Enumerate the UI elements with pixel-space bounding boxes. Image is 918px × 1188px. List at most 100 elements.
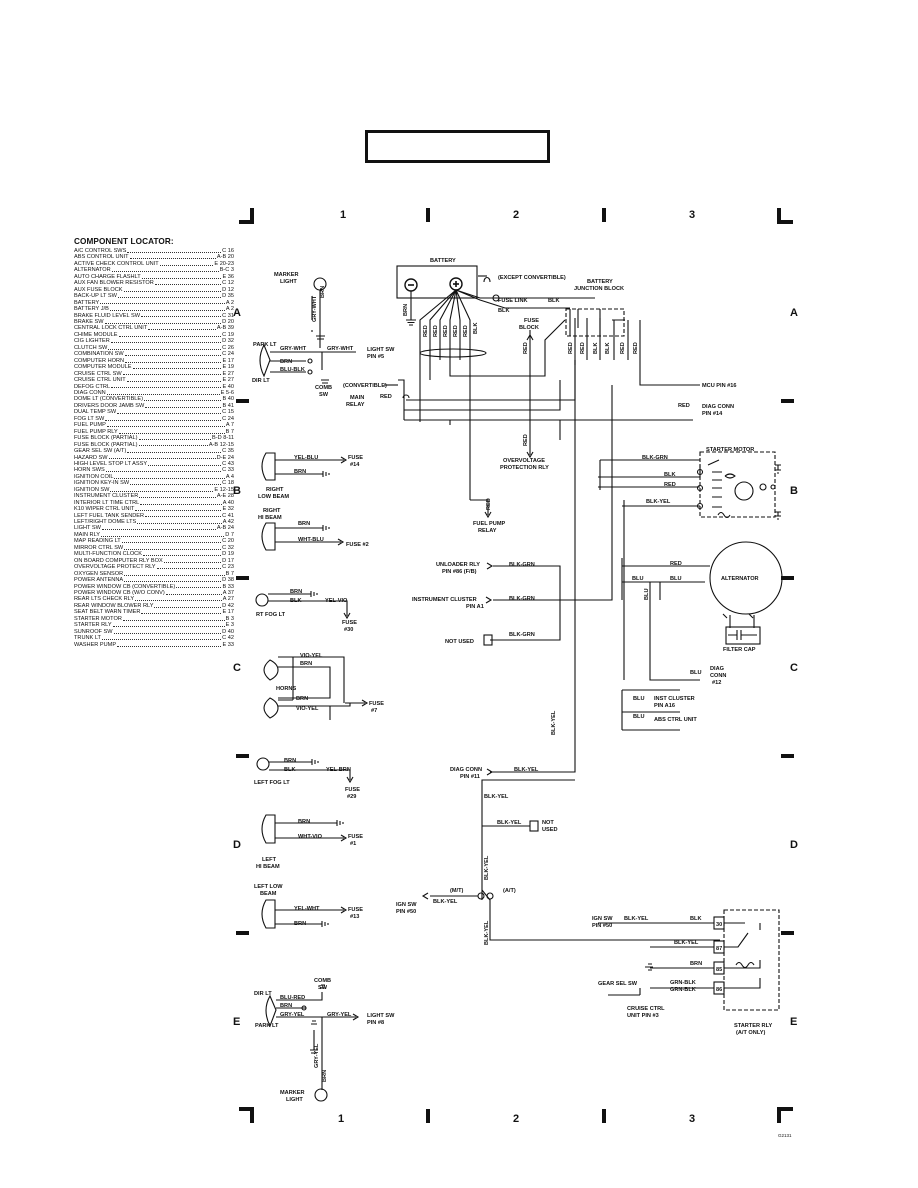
row-label-b-right: B — [790, 485, 798, 497]
wire-blu-abs: BLU — [633, 714, 645, 720]
locator-leader-dots — [124, 351, 222, 357]
locator-grid-reference: C 12 — [222, 280, 234, 287]
locator-component-name: AUX FUSE BLOCK — [74, 286, 123, 293]
pin-87-label: 87 — [716, 946, 722, 952]
locator-row: POWER WINDOW CB (CONVERTIBLE) B 33 — [74, 584, 234, 590]
diagram-labels: 1 2 3 1 2 3 A B C D E A B C D E BATTERY … — [233, 209, 798, 1138]
locator-row: GEAR SEL SW (A/T)C 35 — [74, 448, 234, 454]
locator-grid-reference: B 33 — [222, 583, 234, 590]
locator-component-name: OVERVOLTAGE PROTECT RLY — [74, 564, 156, 571]
col-label-2-bottom: 2 — [513, 1113, 519, 1125]
overvoltage-label-2: PROTECTION RLY — [500, 465, 549, 471]
dir-lt-label: DIR LT — [252, 378, 270, 384]
wire-yel-wht: YEL-WHT — [294, 906, 320, 912]
wire-red-bundle-4: RED — [453, 325, 459, 337]
locator-component-name: SUNROOF SW — [74, 628, 113, 635]
wire-brn-rtfog: BRN — [290, 589, 302, 595]
locator-grid-reference: D 12 — [222, 286, 234, 293]
locator-component-name: CLUTCH SW — [74, 344, 108, 351]
locator-component-name: IGNITION COIL — [74, 473, 114, 480]
locator-grid-reference: C 32 — [222, 544, 234, 551]
locator-component-name: CRUISE CTRL SW — [74, 370, 122, 377]
locator-grid-reference: E 12-15 — [214, 486, 234, 493]
locator-component-name: MIRROR CTRL SW — [74, 544, 124, 551]
wire-brn-rhi: BRN — [298, 521, 310, 527]
diag-conn-c-label-1: DIAG — [710, 666, 724, 672]
locator-leader-dots — [101, 635, 222, 641]
row-label-c-right: C — [790, 662, 798, 674]
starter-motor-label: STARTER MOTOR — [706, 447, 754, 453]
wire-blk-lfog: BLK — [284, 767, 296, 773]
locator-component-name: DRIVERS DOOR JAMB SW — [74, 402, 145, 409]
locator-grid-reference: B-C 3 — [219, 267, 234, 274]
locator-leader-dots — [130, 480, 222, 486]
locator-leader-dots — [108, 455, 216, 460]
horn-1-symbol — [263, 659, 279, 681]
locator-leader-dots — [122, 371, 222, 376]
comb-sw-e-label-1: COMB — [314, 978, 331, 984]
locator-leader-dots — [140, 500, 222, 505]
marker-light-a-label-1: MARKER — [274, 272, 299, 278]
locator-leader-dots — [125, 358, 222, 363]
ign-sw-r-label-2: PIN #50 — [592, 923, 612, 929]
left-low-label-2: BEAM — [260, 891, 277, 897]
not-used-connector — [483, 634, 493, 646]
wire-red-overvoltage: RED — [523, 434, 529, 446]
wire-blk-yel-vertical-2: BLK-YEL — [484, 920, 490, 945]
wire-grn-blk-2: GRN-BLK — [670, 987, 696, 993]
locator-leader-dots — [104, 319, 222, 324]
locator-grid-reference: A 2 — [225, 299, 234, 306]
locator-component-name: BRAKE SW — [74, 318, 104, 325]
unloader-rly-label-2: PIN #86 (F/B) — [442, 569, 477, 575]
locator-grid-reference: E 5-6 — [220, 389, 234, 396]
locator-leader-dots — [129, 254, 216, 260]
locator-leader-dots — [154, 603, 222, 608]
wire-red-diag-conn: RED — [678, 403, 690, 409]
wire-blk-jb-1: BLK — [593, 343, 599, 355]
locator-grid-reference: D 20 — [222, 318, 234, 325]
locator-component-name: K10 WIPER CTRL UNIT — [74, 506, 135, 513]
locator-component-name: MAP READING LT — [74, 538, 121, 545]
locator-leader-dots — [145, 403, 222, 408]
locator-grid-reference: D 38 — [222, 577, 234, 584]
wire-blk-yel-not-used: BLK-YEL — [497, 820, 522, 826]
locator-component-name: FOG LT SW — [74, 415, 105, 422]
locator-grid-reference: E 27 — [222, 377, 234, 384]
locator-component-name: DUAL TEMP SW — [74, 409, 117, 416]
locator-leader-dots — [163, 558, 222, 563]
wire-red-bundle-1: RED — [423, 325, 429, 337]
right-low-beam-lamp — [261, 452, 276, 481]
locator-leader-dots — [101, 532, 225, 537]
locator-component-name: ACTIVE CHECK CONTROL UNIT — [74, 260, 159, 267]
col-label-3-bottom: 3 — [689, 1113, 695, 1125]
fuse-7-label-2: #7 — [371, 708, 377, 714]
locator-component-name: BRAKE FLUID LEVEL SW — [74, 312, 141, 319]
locator-leader-dots — [139, 493, 216, 499]
locator-leader-dots — [121, 538, 222, 544]
wire-blu-diag-c: BLU — [690, 670, 702, 676]
locator-leader-dots — [110, 338, 222, 344]
wire-red-main-relay: RED — [380, 394, 392, 400]
locator-leader-dots — [135, 596, 222, 602]
locator-grid-reference: E 19 — [222, 364, 234, 371]
fuse-30-label-2: #30 — [344, 627, 353, 633]
wire-red-bundle-3: RED — [443, 325, 449, 337]
wire-blu-vertical: BLU — [644, 589, 650, 601]
locator-leader-dots — [118, 332, 222, 337]
locator-leader-dots — [138, 442, 208, 447]
locator-leader-dots — [154, 280, 222, 286]
locator-component-name: MAIN RLY — [74, 531, 101, 538]
locator-grid-reference: C 35 — [222, 448, 234, 455]
fuse-link-label: FUSE LINK — [498, 298, 528, 304]
locator-component-name: POWER WINDOW CB (CONVERTIBLE) — [74, 583, 176, 590]
locator-component-name: LIGHT SW — [74, 525, 101, 532]
instrument-cluster-label-2: PIN A1 — [466, 604, 484, 610]
